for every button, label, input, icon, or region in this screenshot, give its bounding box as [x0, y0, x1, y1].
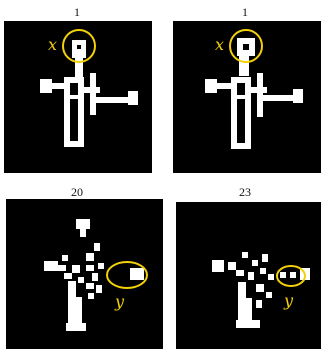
panel-1-highlight-circle — [62, 29, 96, 63]
panel-2-image: x — [173, 21, 321, 173]
panel-2-highlight-circle — [229, 29, 263, 63]
panel-1-image: x — [4, 21, 152, 173]
panel-4-image: y — [176, 202, 321, 349]
panel-2-shape — [205, 38, 303, 149]
panel-1-marker: x — [48, 35, 57, 54]
panel-4-marker: y — [283, 291, 294, 310]
panel-3-marker: y — [114, 292, 125, 311]
panel-3-highlight-circle — [106, 261, 148, 289]
panel-4-label: 23 — [239, 185, 251, 199]
panel-1-label: 1 — [74, 5, 80, 19]
panel-4-highlight-circle — [276, 265, 306, 287]
panel-3-image: y — [6, 199, 163, 349]
panel-1-shape — [40, 40, 138, 147]
panel-3-shape — [44, 219, 144, 331]
panel-2-marker: x — [215, 35, 224, 54]
panel-1-hole — [77, 45, 81, 49]
panel-2-hole — [243, 44, 249, 50]
panel-2-label: 1 — [242, 5, 248, 19]
panel-3-label: 20 — [71, 185, 83, 199]
